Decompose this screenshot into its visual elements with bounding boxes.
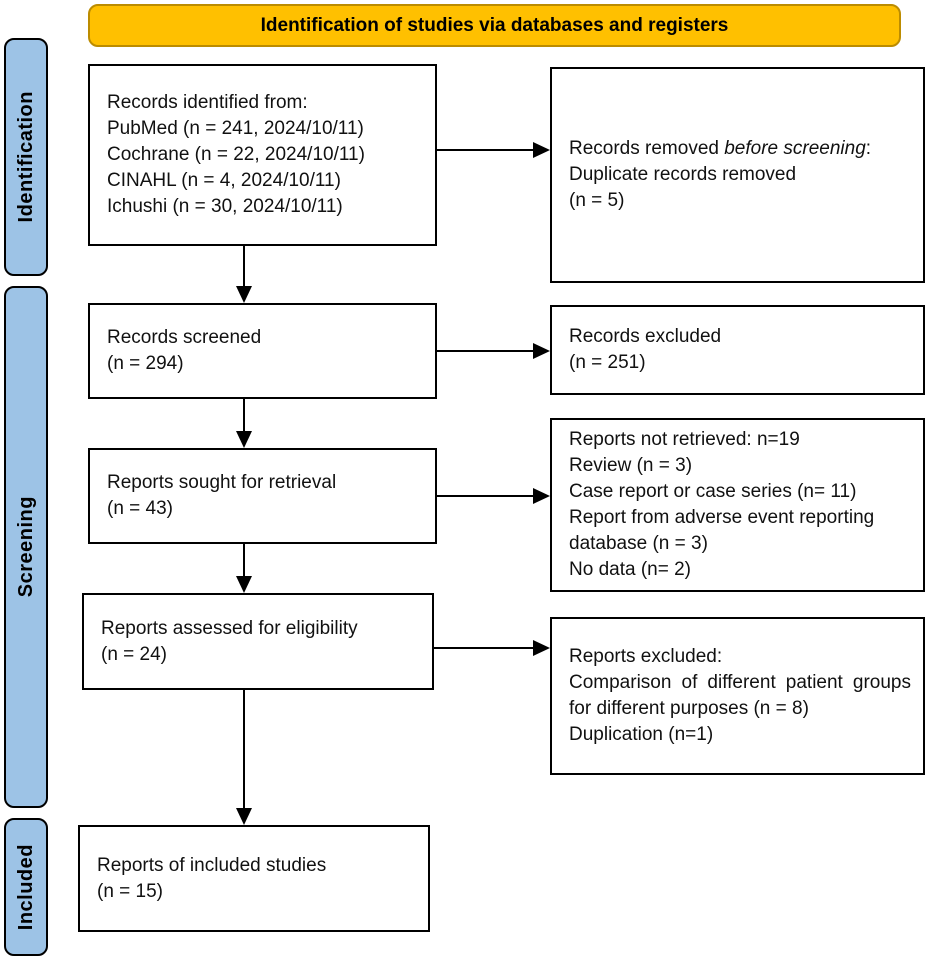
diagram-title: Identification of studies via databases … [260,14,729,36]
box-records-screened: Records screened (n = 294) [88,303,437,399]
arrow-sought-to-not-retrieved [437,488,550,504]
box-text-line: (n = 251) [569,352,646,373]
box-text-line: CINAHL (n = 4, 2024/10/11) [107,170,341,191]
arrow-assessed-to-included [236,690,252,825]
arrow-assessed-to-reports-excluded [434,640,550,656]
box-reports-assessed: Reports assessed for eligibility (n = 24… [82,593,434,690]
box-text-line: Records screened [107,327,262,348]
box-reports-not-retrieved: Reports not retrieved: n=19 Review (n = … [550,418,925,592]
box-text-line: Reports sought for retrieval [107,472,337,493]
box-text-line: Review (n = 3) [569,455,693,476]
diagram-title-banner: Identification of studies via databases … [88,4,901,47]
box-reports-sought: Reports sought for retrieval (n = 43) [88,448,437,544]
box-text-line: Case report or case series (n= 11) [569,481,857,502]
box-text-line: Report from adverse event reporting data… [569,507,875,554]
box-text-line: Records excluded [569,326,722,347]
box-text-line: No data (n= 2) [569,559,691,580]
stage-label-text: Identification [14,91,37,223]
box-text-line: Duplicate records removed [569,164,797,185]
stage-label-text: Included [14,843,37,931]
box-text-line: Reports not retrieved: n=19 [569,429,800,450]
stage-label-screening: Screening [4,286,48,808]
stage-label-identification: Identification [4,38,48,276]
box-reports-excluded: Reports excluded: Comparison of differen… [550,617,925,775]
stage-label-text: Screening [14,496,37,598]
stage-label-included: Included [4,818,48,956]
box-text-segment: : [865,138,872,159]
box-text-line: Duplication (n=1) [569,724,714,745]
box-text-line: (n = 24) [101,643,168,665]
box-text-line: (n = 294) [107,353,184,374]
arrow-identified-to-removed [437,142,550,158]
arrow-screened-to-sought [236,399,252,448]
box-text-line: Cochrane (n = 22, 2024/10/11) [107,144,365,165]
box-text-line: Records removed before screening: [569,136,911,162]
box-records-excluded: Records excluded (n = 251) [550,305,925,395]
box-text-italic-segment: before screening [724,138,866,159]
box-text-line: (n = 43) [107,498,174,519]
box-text-line: Records identified from: [107,92,308,113]
box-text-line: (n = 5) [569,190,625,211]
box-text-line: Ichushi (n = 30, 2024/10/11) [107,196,343,217]
arrow-sought-to-assessed [236,544,252,593]
box-text-line: Comparison of different patient groups f… [569,672,911,719]
arrow-screened-to-records-excluded [437,343,550,359]
box-text-line: Reports assessed for eligibility [101,617,358,639]
box-text-line: PubMed (n = 241, 2024/10/11) [107,118,364,139]
box-text-line: Reports excluded: [569,646,723,667]
box-reports-included: Reports of included studies (n = 15) [78,825,430,932]
box-text-line: Reports of included studies [97,854,327,876]
box-records-identified: Records identified from: PubMed (n = 241… [88,64,437,246]
box-text-segment: Records removed [569,138,725,159]
box-records-removed: Records removed before screening: Duplic… [550,67,925,283]
arrow-identified-to-screened [236,246,252,303]
box-text-line: (n = 15) [97,880,164,902]
